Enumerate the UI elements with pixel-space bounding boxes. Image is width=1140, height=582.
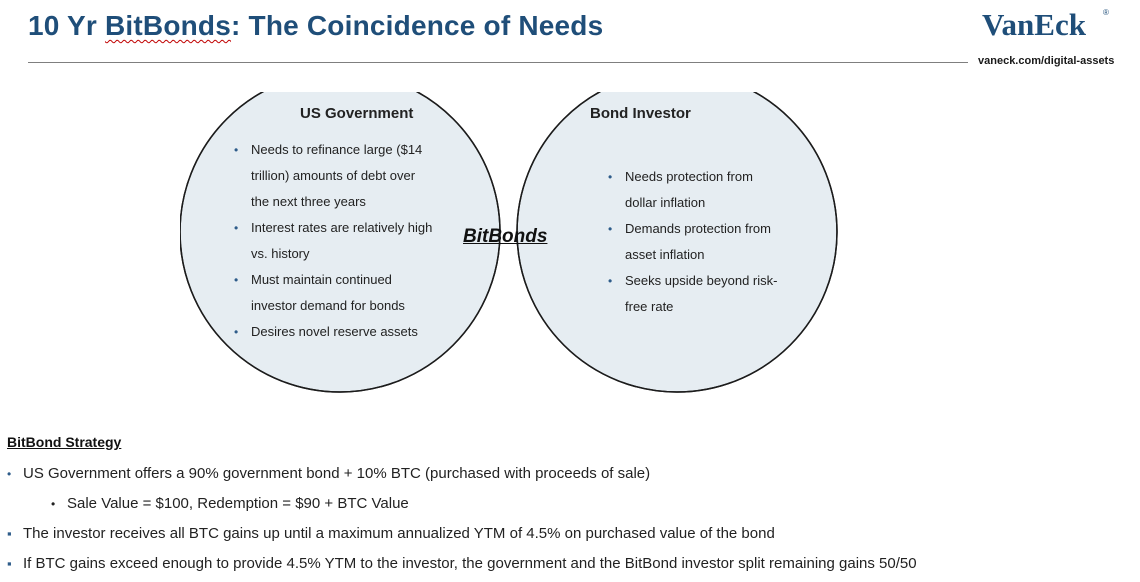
title-keyword: BitBonds (104, 10, 232, 41)
list-item: US Government offers a 90% government bo… (7, 462, 917, 492)
bond-investor-title: Bond Investor (590, 105, 691, 122)
bitbonds-overlap-label: BitBonds (463, 226, 548, 247)
page-title: 10 Yr BitBonds: The Coincidence of Needs (28, 10, 604, 41)
list-item: The investor receives all BTC gains up u… (7, 522, 917, 552)
logo-text: VanEck (982, 7, 1087, 42)
list-item: If BTC gains exceed enough to provide 4.… (7, 552, 917, 582)
list-item: Seeks upside beyond risk-free rate (608, 268, 777, 320)
strategy-heading: BitBond Strategy (7, 434, 122, 450)
website-link[interactable]: vaneck.com/digital-assets (978, 55, 1115, 67)
vaneck-logo: VanEck ® (982, 7, 1109, 42)
logo-registered-mark: ® (1103, 8, 1109, 17)
list-item: Desires novel reserve assets (234, 319, 432, 345)
strategy-list: US Government offers a 90% government bo… (7, 462, 917, 582)
list-item: Sale Value = $100, Redemption = $90 + BT… (7, 492, 917, 522)
header-divider (28, 62, 968, 63)
us-government-title: US Government (300, 105, 414, 122)
